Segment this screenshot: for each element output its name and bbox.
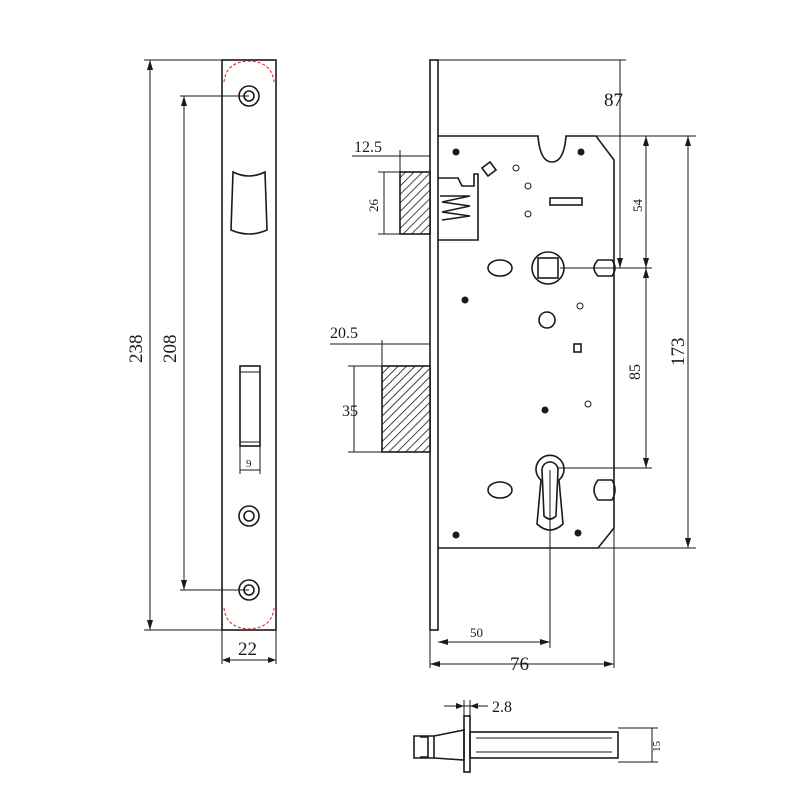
dim-plate-thickness: 2.8 (492, 699, 512, 716)
dim-faceplate-length: 238 (126, 335, 147, 364)
dim-backset: 50 (470, 625, 483, 640)
dim-faceplate-width: 22 (238, 639, 257, 660)
bolt-tongue (413, 735, 435, 759)
deadbolt-slot (239, 365, 261, 447)
deadbolt-slot-inner (239, 371, 261, 443)
selector-slot (549, 197, 583, 206)
dim-slot-width: 9 (246, 458, 252, 470)
bolt-plate (463, 715, 471, 773)
bolt-body (469, 731, 619, 759)
cut-mark-bottom (223, 607, 275, 630)
dim-deadbolt-projection: 20.5 (330, 325, 358, 342)
bolt-side-view: 2.8 15 (413, 699, 663, 773)
cut-mark-top (223, 60, 275, 83)
middle-screw-hole-inner (243, 510, 255, 522)
dim-case-height: 173 (668, 338, 689, 367)
dim-latch-height: 26 (366, 199, 381, 213)
dim-latch-projection: 12.5 (354, 139, 382, 156)
latch-spring (440, 195, 471, 221)
latch-opening (230, 170, 268, 235)
faceplate-view: 9 238 208 22 (126, 59, 277, 664)
dim-deadbolt-height: 35 (342, 403, 358, 420)
dim-screw-spacing: 208 (160, 335, 181, 364)
latch-bolt (399, 171, 431, 235)
spindle-square (537, 257, 559, 279)
dim-top-offset: 54 (630, 199, 645, 213)
dim-bolt-height: 15 (651, 741, 663, 753)
latch-spring-housing (438, 173, 479, 241)
dim-case-depth: 76 (510, 654, 529, 675)
faceplate-outline (221, 59, 277, 631)
case-screws (452, 148, 585, 539)
lock-body-view: 12.5 26 20.5 35 87 54 85 (330, 59, 696, 675)
deadbolt (381, 365, 431, 453)
dim-top-to-spindle: 87 (604, 90, 623, 111)
front-plate (429, 59, 439, 631)
case-outline (438, 135, 615, 549)
follower-hub (531, 251, 565, 285)
dim-spindle-to-cylinder: 85 (627, 364, 644, 380)
